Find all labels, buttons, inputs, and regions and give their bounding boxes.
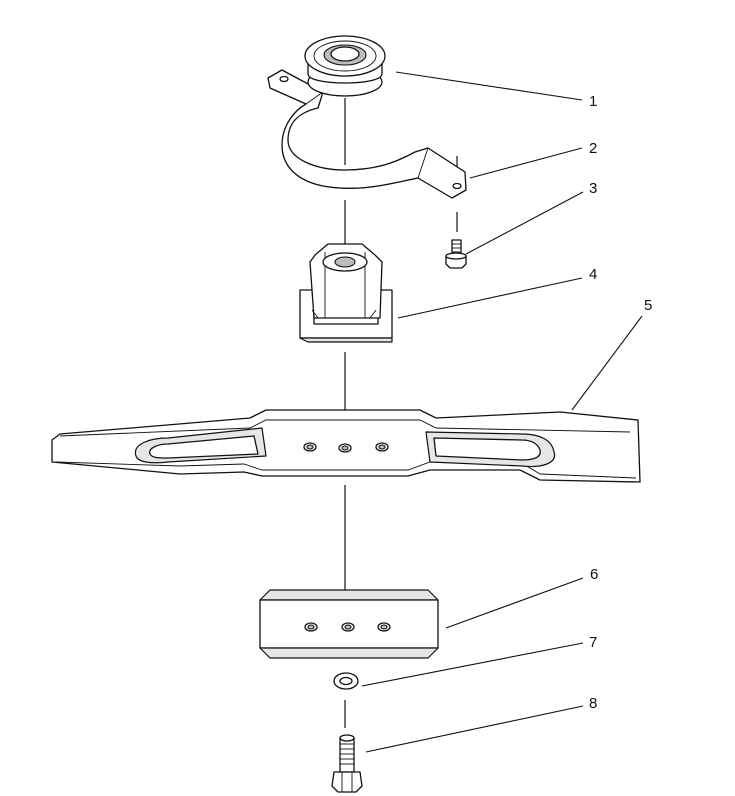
leader-4 [397,277,583,319]
callout-8: 8 [589,695,597,712]
part-1-pulley [304,35,386,97]
callout-5: 5 [644,297,652,314]
leader-6 [445,577,584,629]
part-5-blade [51,409,641,483]
callout-4: 4 [589,266,597,283]
leader-lines [361,71,643,753]
callout-3: 3 [589,180,597,197]
callout-6: 6 [590,566,598,583]
part-4-blade-adapter [299,243,393,343]
part-7-washer [333,672,359,690]
part-8-blade-bolt [331,734,363,793]
leader-8 [365,705,584,753]
leader-5 [571,315,643,411]
leader-2 [469,147,583,179]
leader-1 [395,71,583,101]
callout-7: 7 [589,634,597,651]
part-3-bolt [445,239,467,269]
callout-1: 1 [589,93,597,110]
callout-2: 2 [589,140,597,157]
leader-3 [465,191,584,255]
part-6-blade-plate [259,589,439,659]
callout-labels: 1 2 3 4 5 6 7 8 [589,93,652,712]
leader-7 [361,642,584,687]
part-2-idler-bracket [267,69,467,199]
